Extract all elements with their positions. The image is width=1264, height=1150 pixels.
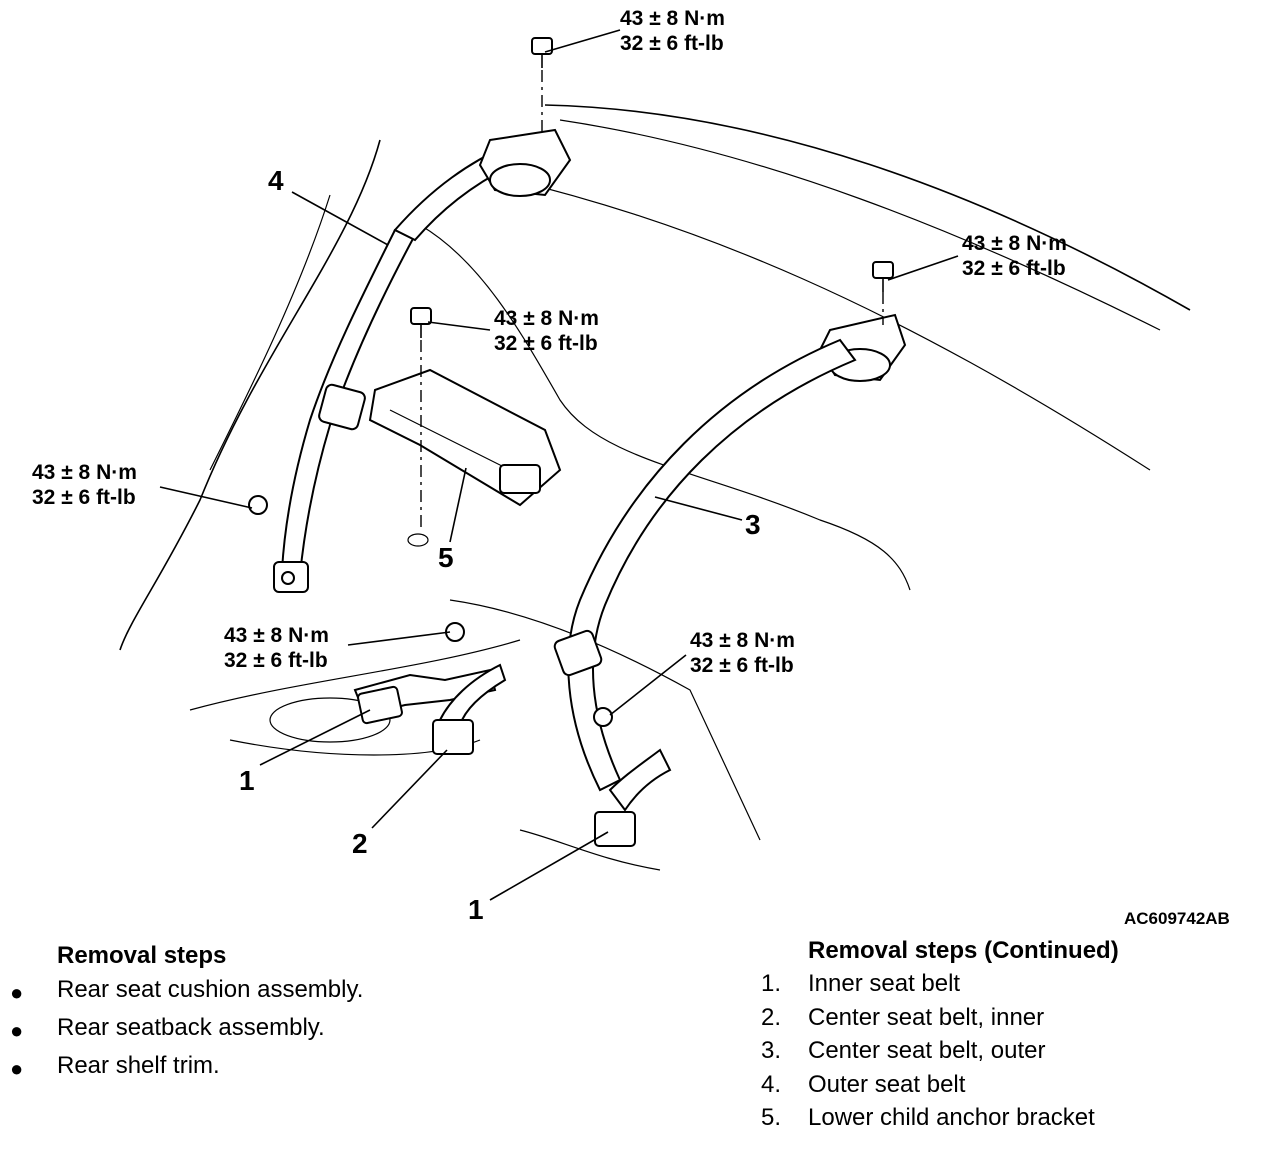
outer-belt-tongue-stopper [318, 383, 366, 431]
bullet-icon: ● [10, 1056, 24, 1081]
center-inner-stalk [438, 663, 507, 727]
removal-steps-continued-list: 1.Inner seat belt 2.Center seat belt, in… [761, 970, 1095, 1138]
callout-2: 2 [352, 828, 368, 859]
leader-torque-6 [609, 654, 687, 716]
torque-label-top-left: 43 ± 8 N·m 32 ± 6 ft-lb [620, 6, 725, 56]
quarter-panel-curve [119, 139, 381, 651]
bolt-bracket [410, 307, 432, 338]
bolt-outer-lower [248, 495, 268, 515]
anchor-bolt-hole [281, 571, 295, 585]
bolt-right-floor [593, 707, 613, 727]
removal-steps-list: ●Rear seat cushion assembly. ●Rear seatb… [10, 976, 364, 1090]
bullet-icon: ● [10, 980, 24, 1005]
inner-seat-belt-buckle [357, 685, 403, 725]
retractor-left-spool [489, 163, 551, 197]
removal-steps-continued-title: Removal steps (Continued) [808, 937, 1119, 964]
callout-5: 5 [438, 542, 454, 573]
torque-nm: 43 ± 8 N·m [620, 7, 725, 30]
callout-3: 3 [745, 509, 761, 540]
seat-pan-contour [419, 224, 911, 591]
torque-nm: 43 ± 8 N·m [32, 461, 137, 484]
torque-label-center-floor: 43 ± 8 N·m 32 ± 6 ft-lb [224, 623, 329, 673]
torque-label-outer-lower: 43 ± 8 N·m 32 ± 6 ft-lb [32, 460, 137, 510]
center-belt-tongue-stopper [553, 629, 603, 677]
shelf-panel-line [559, 119, 1161, 331]
torque-ftlb: 32 ± 6 ft-lb [690, 654, 794, 677]
leader-torque-4 [159, 486, 253, 509]
leader-torque-1 [544, 29, 621, 53]
list-item: 4.Outer seat belt [761, 1070, 966, 1098]
list-item: 2.Center seat belt, inner [761, 1003, 1045, 1031]
leader-callout-1-right [489, 831, 609, 901]
spare-tire-well [269, 697, 391, 743]
floor-front-edge [189, 639, 521, 711]
bolt-top-left [531, 37, 553, 68]
callout-1-right: 1 [468, 894, 484, 925]
torque-ftlb: 32 ± 6 ft-lb [32, 486, 136, 509]
callout-4: 4 [268, 165, 284, 196]
torque-nm: 43 ± 8 N·m [690, 629, 795, 652]
list-item: 5.Lower child anchor bracket [761, 1104, 1095, 1131]
inner-belt-stalk-right [608, 748, 672, 812]
torque-ftlb: 32 ± 6 ft-lb [494, 332, 598, 355]
removal-steps-title: Removal steps [57, 942, 227, 969]
leader-torque-2 [887, 255, 959, 281]
torque-ftlb: 32 ± 6 ft-lb [224, 649, 328, 672]
torque-label-right-floor: 43 ± 8 N·m 32 ± 6 ft-lb [690, 628, 795, 678]
rear-shelf-edge [544, 104, 1191, 311]
floor-anchor-hole [407, 533, 429, 547]
figure-id: AC609742AB [1124, 909, 1230, 928]
leader-callout-5 [449, 467, 467, 543]
torque-ftlb: 32 ± 6 ft-lb [962, 257, 1066, 280]
list-item: ●Rear seat cushion assembly. [10, 976, 364, 1005]
list-item: 3.Center seat belt, outer [761, 1037, 1046, 1064]
leader-callout-2 [371, 749, 448, 829]
inner-seat-belt-buckle-right [594, 811, 636, 847]
torque-label-bracket: 43 ± 8 N·m 32 ± 6 ft-lb [494, 306, 599, 356]
quarter-trim-line [209, 194, 331, 471]
floor-crossmember [449, 599, 761, 841]
leader-torque-3 [427, 321, 491, 331]
shelf-inner-edge [469, 169, 1151, 471]
bolt-top-right [872, 261, 894, 292]
torque-ftlb: 32 ± 6 ft-lb [620, 32, 724, 55]
center-inner-buckle [432, 719, 474, 755]
bracket-lower-hook [499, 464, 541, 494]
torque-nm: 43 ± 8 N·m [224, 624, 329, 647]
torque-label-top-right: 43 ± 8 N·m 32 ± 6 ft-lb [962, 231, 1067, 281]
leader-callout-4 [291, 191, 389, 246]
torque-nm: 43 ± 8 N·m [494, 307, 599, 330]
callout-1-left: 1 [239, 765, 255, 796]
floor-rear-edge [519, 829, 661, 871]
list-item: 1.Inner seat belt [761, 970, 961, 997]
leader-callout-3 [654, 496, 743, 521]
list-item: ●Rear shelf trim. [10, 1052, 220, 1081]
torque-nm: 43 ± 8 N·m [962, 232, 1067, 255]
center-belt-outer-webbing [567, 338, 857, 792]
leader-torque-5 [347, 631, 451, 646]
list-item: ●Rear seatback assembly. [10, 1014, 325, 1043]
bullet-icon: ● [10, 1018, 24, 1043]
seat-belt-diagram [119, 29, 1191, 901]
leader-callout-1-left [259, 709, 371, 766]
